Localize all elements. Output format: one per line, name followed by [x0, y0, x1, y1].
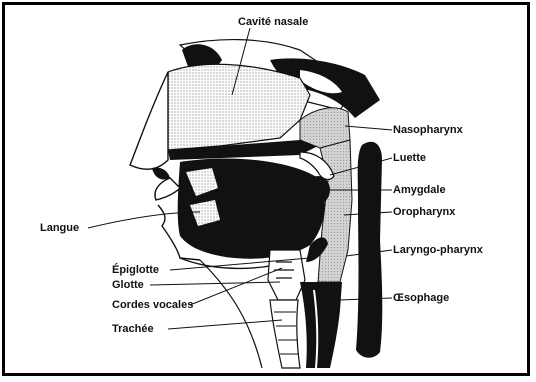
label-langue: Langue	[40, 222, 79, 234]
label-oesophage: Œsophage	[393, 292, 449, 304]
larynx	[268, 250, 305, 300]
label-glotte: Glotte	[112, 279, 144, 291]
leader-nasopharynx	[345, 126, 392, 130]
label-trachee: Trachée	[112, 323, 154, 335]
tonsil	[306, 176, 330, 204]
label-nasopharynx: Nasopharynx	[393, 124, 464, 136]
label-cavite-nasale: Cavité nasale	[238, 16, 308, 28]
label-oropharynx: Oropharynx	[393, 206, 456, 218]
esophagus	[300, 282, 342, 368]
label-laryngo-pharynx: Laryngo-pharynx	[393, 244, 484, 256]
label-cordes-vocales: Cordes vocales	[112, 299, 193, 311]
label-amygdale: Amygdale	[393, 184, 446, 196]
leader-cordes-vocales	[190, 268, 282, 305]
neck-front-outline	[200, 260, 262, 368]
nostril	[152, 167, 170, 179]
leader-trachee	[168, 320, 282, 329]
nasal-cavity-region	[158, 64, 310, 150]
leader-glotte	[150, 282, 280, 285]
nose-outline	[130, 72, 168, 169]
label-epiglotte: Épiglotte	[112, 263, 159, 276]
label-luette: Luette	[393, 152, 426, 164]
upper-lip	[155, 178, 180, 200]
trachea	[270, 300, 300, 368]
vertebral-column	[356, 142, 382, 358]
